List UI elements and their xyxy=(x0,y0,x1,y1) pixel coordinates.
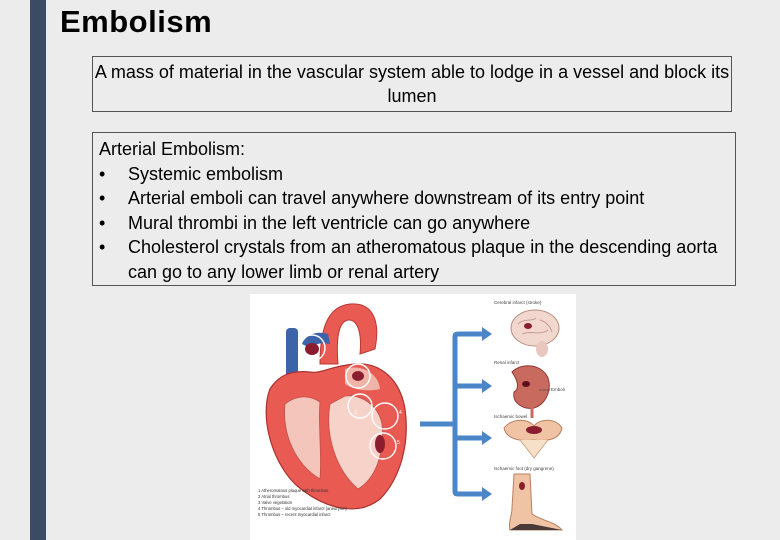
arterial-embolism-box: Arterial Embolism: • Systemic embolism •… xyxy=(92,132,736,286)
bullet: • xyxy=(99,188,106,208)
legend-item: 3 Valve vegetation xyxy=(258,500,293,505)
arterial-list: • Systemic embolism • Arterial emboli ca… xyxy=(99,162,729,285)
list-item-text: Systemic embolism xyxy=(128,163,284,184)
arrow-head xyxy=(482,487,492,501)
left-accent-bar xyxy=(0,0,48,540)
arrow-head xyxy=(482,327,492,341)
brain-stem xyxy=(536,341,548,357)
bullet: • xyxy=(99,212,106,233)
slide-title: Embolism xyxy=(60,4,213,39)
thrombus-marker xyxy=(305,343,319,355)
arrow-head xyxy=(482,431,492,445)
thrombus-marker xyxy=(352,371,364,381)
foot-illustration: Ischaemic foot (dry gangrene) xyxy=(494,466,564,531)
kidney-illustration: Renal infarct Emboli xyxy=(494,360,565,418)
legend-item: 5 Thrombus – recent myocardial infarct xyxy=(258,512,331,517)
right-ventricle xyxy=(284,396,321,480)
list-item-text: Cholesterol crystals from an atheromatou… xyxy=(128,237,718,282)
vena-cava xyxy=(286,328,298,386)
legend-item: 2 Atrial thrombus xyxy=(258,494,289,499)
mesentery xyxy=(519,439,549,459)
arterial-heading: Arterial Embolism: xyxy=(99,139,246,159)
heart-number: 1 xyxy=(272,344,275,350)
magnified-circle xyxy=(369,432,397,460)
magnified-circle xyxy=(298,334,326,362)
infarct-marker xyxy=(526,426,542,434)
brain-illustration: Cerebral infarct (stroke) xyxy=(494,300,560,357)
leg-shape xyxy=(508,473,564,531)
embolism-illustration: 1 2 3 4 5 1 Atheromatous plaque with thr… xyxy=(250,294,576,540)
infarct-marker xyxy=(519,482,525,490)
heart-number: 4 xyxy=(399,410,402,416)
list-item: • Arterial emboli can travel anywhere do… xyxy=(99,186,729,211)
legend-item: 1 Atheromatous plaque with thrombus xyxy=(258,488,328,493)
heart-number: 5 xyxy=(397,440,400,446)
organ-label: Ischaemic bowel xyxy=(494,414,527,419)
list-item: • Mural thrombi in the left ventricle ca… xyxy=(99,211,729,236)
accent-stripe xyxy=(30,0,46,540)
magnified-circle xyxy=(345,363,371,389)
left-ventricle xyxy=(328,395,383,490)
aorta-arch xyxy=(319,303,378,365)
definition-box: A mass of material in the vascular syste… xyxy=(92,56,732,112)
heart-illustration: 1 2 3 4 5 xyxy=(265,303,407,510)
brain-folds xyxy=(517,317,553,335)
heart-number: 2 xyxy=(346,352,349,358)
legend-item: 4 Thrombus – old myocardial infarct (ane… xyxy=(258,506,347,511)
emboli-label: Emboli xyxy=(551,387,565,392)
infarct-marker xyxy=(524,323,532,329)
list-item: • Systemic embolism xyxy=(99,162,729,187)
organ-label: Renal infarct xyxy=(494,360,520,365)
list-item-text: Arterial emboli can travel anywhere down… xyxy=(128,188,645,208)
heart-number: 3 xyxy=(354,410,357,416)
brain-shape xyxy=(510,309,560,347)
definition-text: A mass of material in the vascular syste… xyxy=(94,62,730,106)
arrow-spine xyxy=(452,331,461,497)
distribution-arrows xyxy=(420,331,482,497)
list-item: • Cholesterol crystals from an atheromat… xyxy=(99,235,729,284)
bullet: • xyxy=(99,237,106,257)
thrombus-marker xyxy=(375,435,385,453)
embolism-diagram: 1 2 3 4 5 1 Atheromatous plaque with thr… xyxy=(258,300,565,531)
bowel-illustration: Ischaemic bowel xyxy=(494,414,563,459)
organ-label: Ischaemic foot (dry gangrene) xyxy=(494,466,554,471)
arrow-heads xyxy=(482,327,492,501)
infarct-marker xyxy=(522,381,530,387)
magnified-circle xyxy=(347,393,373,419)
organ-label: Cerebral infarct (stroke) xyxy=(494,300,542,305)
magnified-circle xyxy=(371,402,399,430)
list-item-text: Mural thrombi in the left ventricle can … xyxy=(128,212,531,233)
gangrene-toes xyxy=(510,524,562,530)
arrow-head xyxy=(482,379,492,393)
figure-legend: 1 Atheromatous plaque with thrombus 2 At… xyxy=(258,488,347,517)
kidney-shape xyxy=(511,365,550,409)
bullet: • xyxy=(99,163,106,184)
